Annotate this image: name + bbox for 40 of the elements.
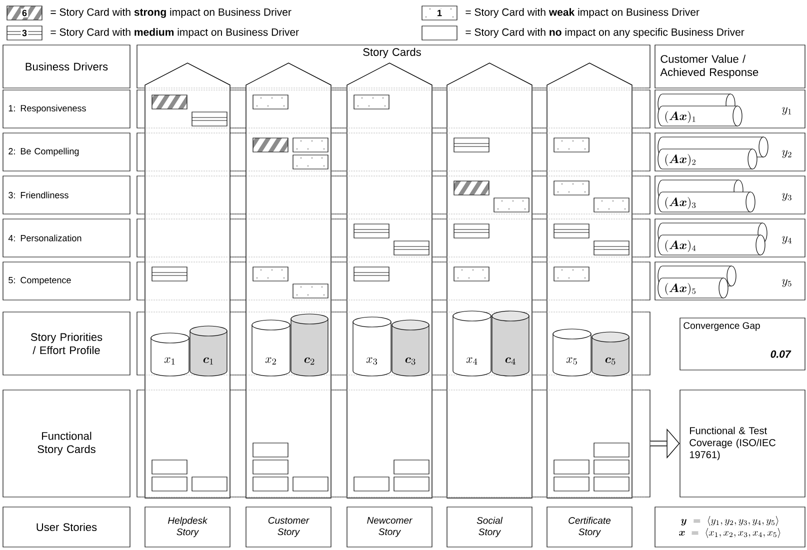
coverage-box: Functional & Test Coverage (ISO/IEC 19761): [680, 390, 806, 498]
cylinder: $\boldsymbol{c}_{1}$: [190, 326, 228, 376]
cylinder: $x_{1}$: [150, 332, 190, 376]
cylinder: $x_{3}$: [352, 316, 392, 376]
cylinder: $x_{5}$: [552, 328, 592, 376]
cylinder: $(\boldsymbol{Ax})_{5}$: [658, 278, 728, 298]
formula-box: $\boldsymbol{y}=\langle y_{1},y_{2},y_{3},y_{4},y_{5}\rangle$ $\boldsymbol{x}=\langle x_{1},x_{2},x_{3},x_{4},x_{5}\rangle$: [654, 506, 806, 548]
row-label-box: 2: Be Compelling: [2, 132, 130, 172]
cylinder: $(\boldsymbol{Ax})_{4}$: [658, 234, 766, 256]
cylinder: $\boldsymbol{c}_{3}$: [392, 320, 430, 376]
swatch-number: 6: [20, 8, 28, 18]
story-box: Newcomer Story: [346, 506, 432, 548]
story-box: Customer Story: [246, 506, 332, 548]
story-box: Certificate Story: [546, 506, 632, 548]
result-box: Convergence Gap 0.07: [680, 318, 806, 370]
row-label-box: User Stories: [2, 506, 130, 548]
legend-text: = Story Card with weak impact on Business Driver: [466, 8, 700, 18]
row-label-box: Functional Story Cards: [2, 390, 130, 498]
row-label-box: 4: Personalization: [2, 218, 130, 258]
cylinder: $x_{2}$: [252, 320, 290, 376]
row-label-box: Story Priorities / Effort Profile: [2, 312, 130, 376]
legend-text: = Story Card with no impact on any specific Business Driver: [466, 28, 744, 38]
story-box: Social Story: [446, 506, 532, 548]
cylinder: $\boldsymbol{c}_{4}$: [492, 310, 530, 376]
cylinder: $(\boldsymbol{Ax})_{3}$: [658, 192, 756, 212]
legend-text: = Story Card with strong impact on Business Driver: [50, 8, 292, 18]
swatch-number: 1: [436, 8, 444, 18]
cylinder: $(\boldsymbol{Ax})_{1}$: [658, 106, 742, 126]
cylinder: $x_{4}$: [452, 310, 492, 376]
legend-text: = Story Card with medium impact on Business Driver: [50, 28, 299, 38]
row-label-box: 3: Friendliness: [2, 176, 130, 214]
row-label-box: 5: Competence: [2, 262, 130, 300]
cylinder: $\boldsymbol{c}_{2}$: [290, 314, 328, 376]
header-box: Customer Value / Achieved Response: [654, 44, 806, 88]
story-box: Helpdesk Story: [144, 506, 230, 548]
header-box: Business Drivers: [2, 44, 130, 88]
swatch-number: 3: [20, 28, 28, 38]
row-label-box: 1: Responsiveness: [2, 90, 130, 128]
cylinder: $\boldsymbol{c}_{5}$: [592, 332, 630, 376]
cylinder: $(\boldsymbol{Ax})_{2}$: [658, 148, 758, 170]
